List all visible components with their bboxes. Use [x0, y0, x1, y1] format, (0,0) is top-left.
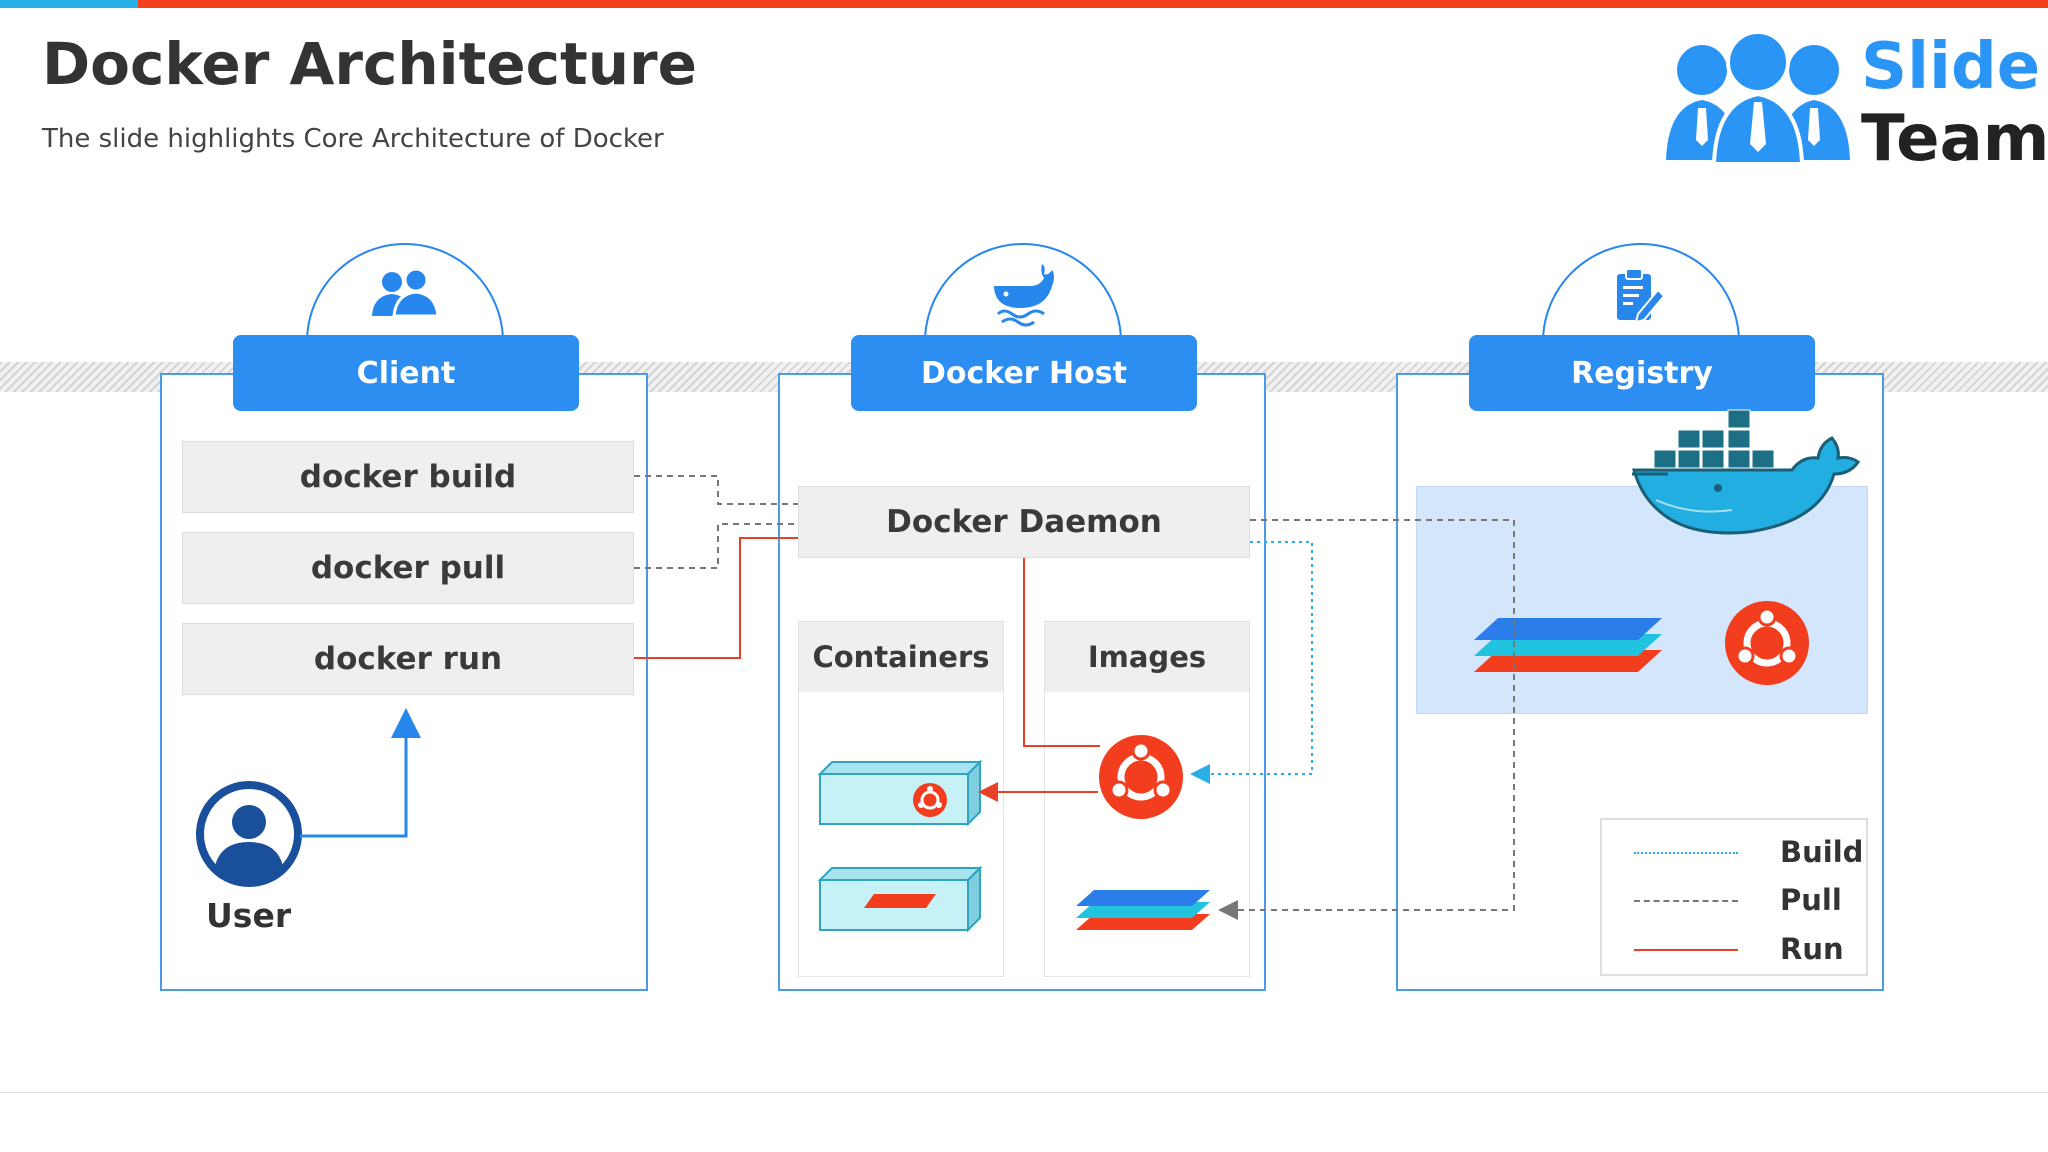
container-layer-icon — [818, 866, 983, 933]
logo-text-team: Team — [1861, 102, 2048, 176]
legend-label-run: Run — [1780, 932, 1844, 966]
docker-build-command: docker build — [182, 441, 634, 513]
build-to-daemon-line — [634, 475, 798, 505]
legend: Build Pull Run — [1600, 818, 1868, 976]
legend-line-build — [1634, 852, 1738, 854]
containers-header: Containers — [799, 622, 1003, 692]
registry-header: Registry — [1469, 335, 1815, 411]
client-header: Client — [233, 335, 579, 411]
docker-daemon-box: Docker Daemon — [798, 486, 1250, 558]
images-header: Images — [1045, 622, 1249, 692]
legend-item-pull: Pull — [1602, 880, 1866, 920]
image-layers-icon — [1076, 890, 1210, 930]
legend-item-run: Run — [1602, 929, 1866, 969]
slideteam-logo: Slide Team — [1664, 28, 2048, 178]
container-ubuntu-icon — [818, 760, 983, 827]
docker-run-command: docker run — [182, 623, 634, 695]
docker-pull-command: docker pull — [182, 532, 634, 604]
legend-line-run — [1634, 949, 1738, 951]
clipboard-edit-icon — [1617, 268, 1666, 324]
user-label: User — [206, 896, 292, 935]
logo-text-slide: Slide — [1861, 30, 2041, 104]
registry-ubuntu-icon — [1725, 601, 1809, 685]
ubuntu-image-icon — [1099, 735, 1183, 819]
page-subtitle: The slide highlights Core Architecture o… — [42, 124, 664, 154]
pull-to-daemon-line — [634, 523, 798, 569]
legend-item-build: Build — [1602, 832, 1866, 872]
bottom-divider — [0, 1092, 2048, 1093]
legend-label-pull: Pull — [1780, 883, 1842, 917]
users-icon — [372, 268, 440, 318]
whale-icon — [994, 264, 1054, 327]
run-to-daemon-line — [634, 537, 798, 659]
top-accent-bar — [0, 0, 2048, 8]
docker-logo-icon — [1632, 409, 1861, 535]
docker-host-header: Docker Host — [851, 335, 1197, 411]
people-logo-icon — [1666, 30, 1850, 166]
page-title: Docker Architecture — [42, 30, 697, 98]
user-avatar-icon — [196, 781, 302, 887]
top-accent-bar-blue — [0, 0, 138, 8]
legend-line-pull — [1634, 900, 1738, 902]
registry-layers-icon — [1474, 618, 1662, 672]
legend-label-build: Build — [1780, 835, 1864, 869]
